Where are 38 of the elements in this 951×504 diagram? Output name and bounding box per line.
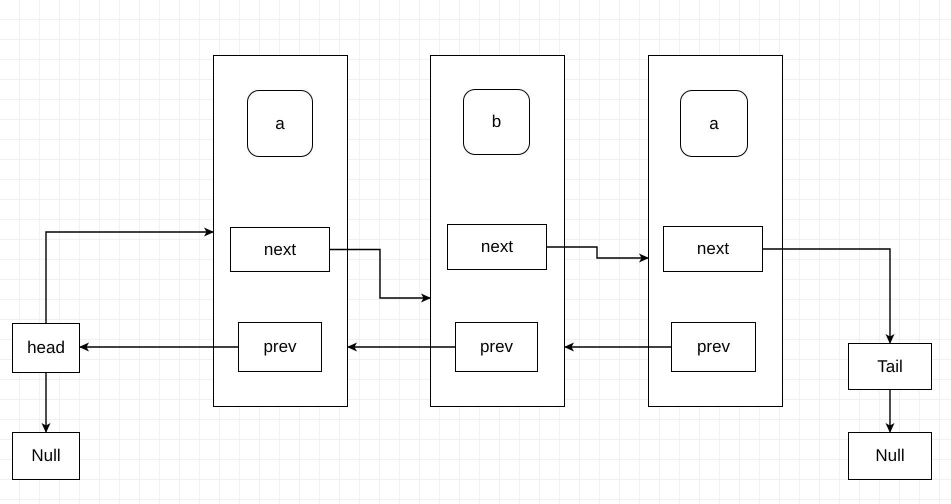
- arrow: [330, 248, 431, 302]
- arrow: [886, 390, 894, 433]
- terminal-box: [12, 323, 80, 373]
- pointer-field-box: [671, 322, 756, 372]
- arrow: [564, 342, 671, 352]
- node-label: head: [27, 337, 65, 359]
- pointer-field-box: [455, 322, 538, 372]
- terminal-box: [848, 432, 932, 480]
- node-container-box: [430, 55, 565, 407]
- node-container-box: [213, 55, 348, 407]
- pointer-field-box: [230, 227, 330, 272]
- node-label: next: [696, 238, 730, 260]
- node-label: Null: [875, 445, 905, 467]
- pointer-field-box: [447, 224, 547, 270]
- pointer-field-box: [663, 226, 763, 272]
- arrow: [45, 228, 214, 323]
- pointer-field-box: [238, 322, 322, 372]
- node-label: prev: [480, 336, 514, 358]
- arrow: [547, 246, 649, 262]
- arrow: [347, 342, 455, 352]
- node-label: prev: [696, 336, 730, 358]
- node-label: prev: [263, 336, 297, 358]
- value-box: [247, 90, 313, 157]
- arrow: [42, 373, 50, 433]
- arrow: [763, 248, 894, 344]
- terminal-box: [848, 343, 932, 390]
- value-box: [463, 89, 530, 155]
- node-label: a: [275, 112, 285, 134]
- terminal-box: [12, 432, 80, 480]
- node-label: Null: [31, 445, 61, 467]
- node-label: a: [709, 112, 719, 134]
- arrow: [79, 342, 238, 352]
- value-box: [680, 90, 748, 157]
- node-label: Tail: [877, 356, 903, 378]
- node-label: next: [480, 236, 514, 258]
- node-container-box: [648, 55, 783, 407]
- node-label: b: [492, 111, 502, 133]
- node-label: next: [264, 238, 296, 260]
